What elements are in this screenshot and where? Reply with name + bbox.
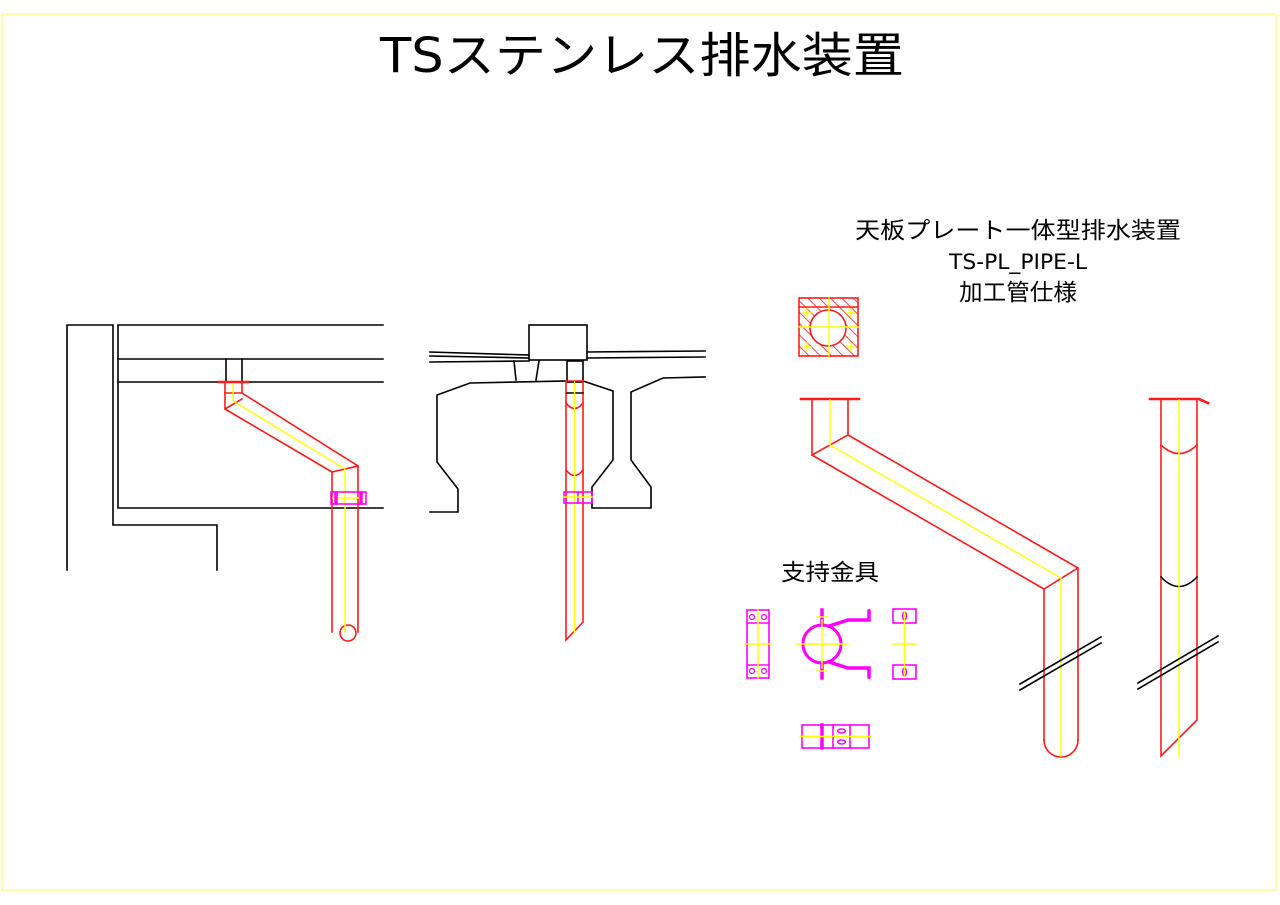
bracket-end-view	[892, 608, 917, 680]
bracket-clamp-plan	[796, 608, 871, 680]
front-section-view	[429, 324, 706, 643]
sheet-border	[1, 13, 1277, 891]
support-bracket-detail	[744, 608, 917, 750]
support-bracket-side	[330, 491, 367, 505]
side-section-view	[66, 324, 384, 642]
break-line	[1136, 634, 1220, 691]
support-bracket-front	[563, 491, 593, 504]
drain-pipe-vertical	[564, 380, 585, 643]
bracket-side-view	[744, 609, 772, 679]
deck-slab-outline	[429, 324, 706, 513]
bracket-bottom-view	[799, 723, 872, 750]
girder-outline	[66, 324, 384, 571]
bolt-marks	[802, 308, 856, 352]
straight-pipe-elevation-view	[1136, 397, 1220, 758]
drawing-title: TSステンレス排水装置	[379, 28, 904, 84]
product-spec: 加工管仕様	[959, 280, 1077, 306]
bracket-label: 支持金具	[781, 560, 879, 586]
bent-pipe-elevation-view	[799, 397, 1103, 758]
break-line	[1018, 635, 1103, 692]
product-model: TS-PL_PIPE-L	[948, 250, 1087, 275]
product-name: 天板プレート一体型排水装置	[855, 218, 1181, 244]
drain-pipe-offset	[217, 380, 359, 642]
top-plate-plan-view	[798, 297, 859, 357]
